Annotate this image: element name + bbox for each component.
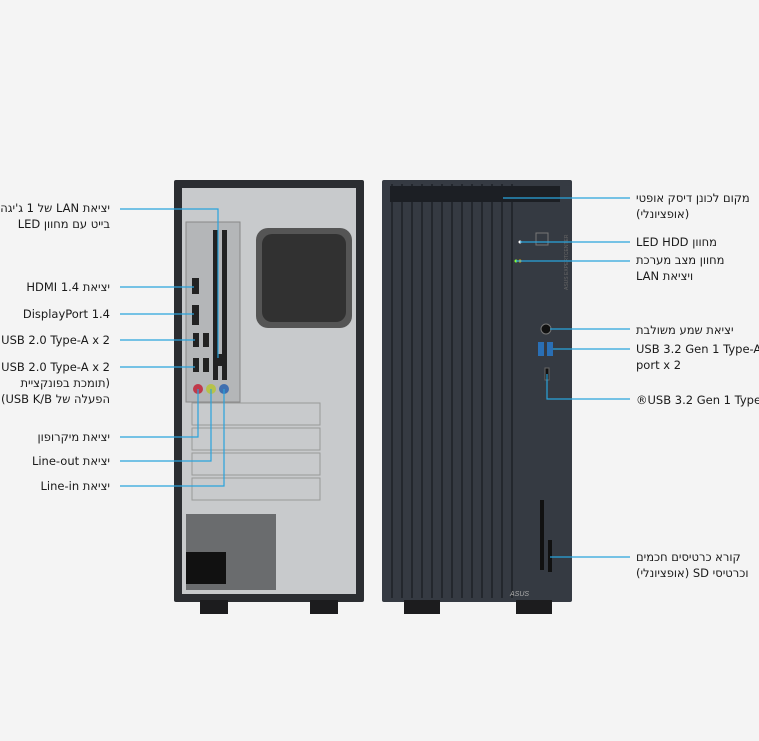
optical-bay	[390, 186, 560, 202]
label-line: USB 3.2 Gen 1 Type-A	[636, 342, 759, 356]
audio-jack	[540, 323, 552, 335]
label-audio-combo: יציאת שמע משולבת	[636, 322, 734, 338]
label-line: יציאת Line-out	[31, 454, 110, 468]
label-line: USB 2.0 Type-A x 2	[1, 360, 110, 374]
callout-lines	[120, 197, 630, 558]
label-line: יציאת Line-in	[40, 479, 110, 493]
label-line-in: יציאת Line-in	[41, 478, 110, 494]
label-hdd-led: מחוון LED HDD	[636, 234, 717, 250]
label-optical-bay: מקום לכונן דיסק אופטי (אופציונלי)	[636, 190, 750, 222]
label-line: (תומכת בפונקציית	[20, 376, 110, 390]
label-card-reader: קורא כרטיסים חכמים וכרטיסי SD (אופציונלי)	[636, 549, 748, 581]
label-line: מקום לכונן דיסק אופטי	[636, 191, 750, 205]
label-line: הפעלה של USB K/B)	[0, 392, 110, 406]
label-usb2-a: USB 2.0 Type-A x 2	[1, 332, 110, 348]
label-status-led: מחוון מצב מערכת ויציאת LAN	[636, 252, 724, 284]
label-line: ®USB 3.2 Gen 1 Type-C	[636, 393, 759, 407]
label-line: קורא כרטיסים חכמים	[636, 550, 741, 564]
label-line: יציאת HDMI 1.4	[26, 280, 110, 294]
label-usb32-a: USB 3.2 Gen 1 Type-A port x 2	[636, 341, 759, 373]
asus-logo: ASUS	[509, 591, 529, 598]
power-socket	[186, 552, 226, 584]
label-line: USB 2.0 Type-A x 2	[1, 333, 110, 347]
label-mic: יציאת מיקרופון	[38, 429, 110, 445]
label-line-out: יציאת Line-out	[32, 453, 110, 469]
label-line: יציאת LAN של 1 ג'יגה	[0, 201, 110, 215]
displayport-port	[192, 305, 199, 325]
power-button	[535, 232, 549, 246]
label-displayport: DisplayPort 1.4	[23, 306, 110, 322]
label-hdmi: יציאת HDMI 1.4	[26, 279, 110, 295]
label-line: DisplayPort 1.4	[22, 307, 110, 321]
side-brand-text: ASUS EXPERTCENTER	[564, 234, 570, 290]
label-line: מחוון LED HDD	[636, 235, 717, 249]
lan-port	[213, 354, 225, 366]
label-line: בייט עם מחוון LED	[17, 217, 110, 231]
rear-view-tower	[174, 180, 364, 614]
label-line: יציאת שמע משולבת	[636, 323, 734, 337]
label-line: יציאת מיקרופון	[37, 430, 110, 444]
card-reader-slot	[540, 500, 544, 570]
label-line: ויציאת LAN	[636, 269, 694, 283]
label-usb2-kb: USB 2.0 Type-A x 2 (תומכת בפונקציית הפעלה …	[1, 359, 110, 407]
label-line: (אופציונלי)	[636, 207, 690, 221]
hdmi-port	[192, 278, 199, 294]
label-line: מחוון מצב מערכת	[636, 253, 725, 267]
label-lan-port: יציאת LAN של 1 ג'יגה בייט עם מחוון LED	[0, 200, 110, 232]
front-view-tower: ASUS ASUS EXPERTCENTER	[382, 180, 572, 614]
label-line: port x 2	[636, 358, 682, 372]
label-line: וכרטיסי SD (אופציונלי)	[636, 566, 749, 580]
label-usb32-c: ®USB 3.2 Gen 1 Type-C	[636, 392, 759, 408]
expansion-vents	[213, 230, 227, 380]
